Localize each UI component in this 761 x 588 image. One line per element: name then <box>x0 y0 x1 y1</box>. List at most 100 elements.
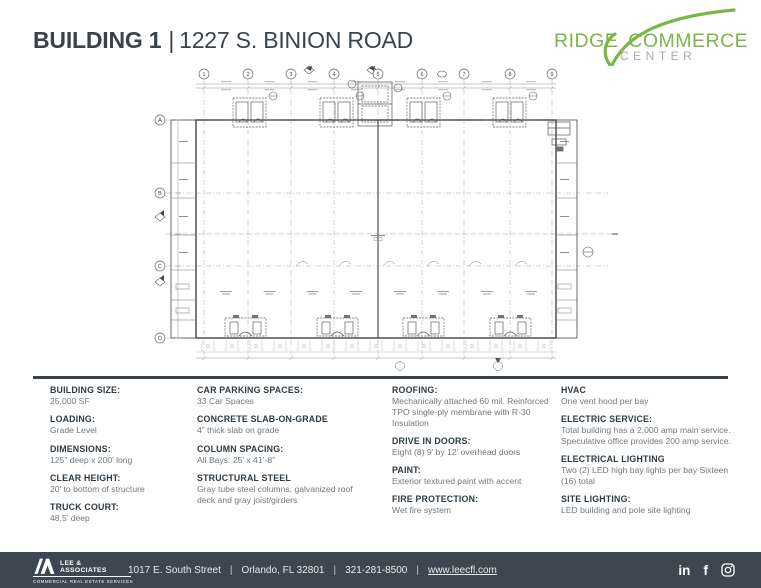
spec-value: Gray tube steel columns, galvanized roof… <box>197 483 353 505</box>
spec-value: One vent hood per bay <box>561 396 649 406</box>
logo-word-commerce: COMMERCE <box>628 30 749 52</box>
spec-label: PAINT: <box>392 465 421 476</box>
spec-label: DIMENSIONS: <box>50 443 111 454</box>
ridge-commerce-logo: RIDGE COMMERCE CENTER <box>548 8 748 66</box>
svg-text:D: D <box>158 336 162 342</box>
svg-text:9: 9 <box>550 72 553 78</box>
footer-separator: | <box>416 564 419 576</box>
logo-word-ridge: RIDGE <box>554 30 619 52</box>
svg-text:B: B <box>158 191 162 197</box>
spec-value: Wet fire system <box>392 505 452 516</box>
spec-item: LOADING:Grade Level <box>50 414 197 436</box>
grid-row-bubbles: A B C D <box>154 114 166 344</box>
footer-text-item: Orlando, FL 32801 <box>241 564 325 576</box>
brand-tagline: COMMERCIAL REAL ESTATE SERVICES <box>33 578 134 584</box>
svg-text:5: 5 <box>376 72 379 78</box>
building-address: 1227 S. BINION ROAD <box>179 27 414 53</box>
spec-label: CLEAR HEIGHT: <box>50 472 121 483</box>
spec-label: TRUCK COURT: <box>50 502 119 513</box>
building-outline <box>195 119 557 339</box>
facebook-icon[interactable]: f <box>703 562 708 578</box>
svg-text:7: 7 <box>462 72 465 78</box>
spec-label: ELECTRICAL LIGHTING <box>561 454 665 465</box>
svg-text:3: 3 <box>289 72 292 78</box>
spec-label: HVAC <box>561 385 587 395</box>
center-plan-label <box>371 235 385 241</box>
spec-value: Total building has a 2,000 amp main serv… <box>561 425 731 447</box>
linkedin-icon[interactable]: in <box>678 562 691 578</box>
spec-item: ELECTRIC SERVICE:Total building has a 2,… <box>561 414 733 447</box>
footer-bar: LEE & ASSOCIATES COMMERCIAL REAL ESTATE … <box>0 552 761 588</box>
electrical-room-detail <box>547 121 571 152</box>
svg-text:6: 6 <box>420 72 423 78</box>
lee-associates-mark-icon <box>34 558 55 574</box>
title-separator: | <box>168 27 175 53</box>
spec-column: BUILDING SIZE:25,000 SF LOADING:Grade Lev… <box>50 385 197 531</box>
spec-value: 125” deep x 200’ long <box>50 454 133 465</box>
footer-separator: | <box>333 564 337 576</box>
footer-text-item: 321-281-8500 <box>345 564 408 576</box>
top-dimension-line <box>196 83 556 91</box>
spec-label: CAR PARKING SPACES: <box>197 385 304 395</box>
spec-label: FIRE PROTECTION: <box>392 494 479 505</box>
svg-text:A: A <box>158 118 162 124</box>
spec-value: LED building and pole site lighting <box>561 505 691 516</box>
spec-value: Mechanically attached 60 mil. Reinforced… <box>392 396 549 428</box>
spec-item: CAR PARKING SPACES:33 Car Spaces <box>197 385 392 407</box>
page-title: BUILDING 1|1227 S. BINION ROAD <box>33 27 413 54</box>
instagram-icon[interactable] <box>721 563 735 577</box>
social-icons: in f <box>678 552 735 588</box>
svg-text:C: C <box>158 264 162 270</box>
spec-value: 48.5’ deep <box>50 513 90 524</box>
spec-label: COLUMN SPACING: <box>197 443 284 454</box>
spec-value: 20’ to bottom of structure <box>50 483 145 494</box>
spec-label: ELECTRIC SERVICE: <box>561 414 653 425</box>
footer-text-item: 1017 E. South Street <box>128 564 221 576</box>
spec-label: SITE LIGHTING: <box>561 494 631 505</box>
spec-column: ROOFING:Mechanically attached 60 mil. Re… <box>392 385 561 531</box>
footer-separator: | <box>229 564 233 576</box>
spec-item: CLEAR HEIGHT:20’ to bottom of structure <box>50 473 197 495</box>
bottom-dimension-line <box>196 355 556 371</box>
spec-item: DRIVE IN DOORS:Eight (8) 9’ by 12’ overh… <box>392 436 561 458</box>
center-entry-vestibule <box>347 79 403 127</box>
spec-item: PAINT:Exterior textured paint with accen… <box>392 465 561 487</box>
brand-line2: ASSOCIATES <box>60 566 107 574</box>
spec-item: SITE LIGHTING:LED building and pole site… <box>561 494 733 516</box>
spec-item: TRUCK COURT:48.5’ deep <box>50 502 197 524</box>
west-room-strip <box>170 119 197 339</box>
lee-associates-logo: LEE & ASSOCIATES COMMERCIAL REAL ESTATE … <box>33 557 133 584</box>
footer-contact-line: 1017 E. South Street | Orlando, FL 32801 | 3… <box>128 552 497 588</box>
specs-section: BUILDING SIZE:25,000 SF LOADING:Grade Lev… <box>50 385 733 531</box>
restroom-clusters-north <box>225 91 538 128</box>
building-name: BUILDING 1 <box>33 27 162 53</box>
spec-item: ROOFING:Mechanically attached 60 mil. Re… <box>392 385 561 428</box>
logo-word-center: CENTER <box>620 49 697 63</box>
spec-label: ROOFING: <box>392 385 438 395</box>
section-divider <box>33 376 728 379</box>
brand-line1: LEE & <box>60 559 82 567</box>
footer-website-link[interactable]: www.leecfl.com <box>427 564 497 576</box>
svg-text:2: 2 <box>246 72 249 78</box>
logo-wordmark: RIDGE COMMERCE <box>554 30 748 53</box>
svg-text:4: 4 <box>332 72 335 78</box>
svg-text:1: 1 <box>202 72 205 78</box>
spec-label: DRIVE IN DOORS: <box>392 435 471 446</box>
door-clusters-south <box>224 315 532 337</box>
spec-value: Two (2) LED high bay lights per bay Sixt… <box>561 465 729 487</box>
spec-value: Exterior textured paint with accent <box>392 476 522 487</box>
spec-value: Eight (8) 9’ by 12’ overhead doors <box>392 446 521 457</box>
spec-label: BUILDING SIZE: <box>50 385 121 395</box>
spec-value: 4” thick slab on grade <box>197 425 280 436</box>
spec-value: Grade Level <box>50 425 97 436</box>
spec-item: BUILDING SIZE:25,000 SF <box>50 385 197 407</box>
spec-item: DIMENSIONS:125” deep x 200’ long <box>50 444 197 466</box>
